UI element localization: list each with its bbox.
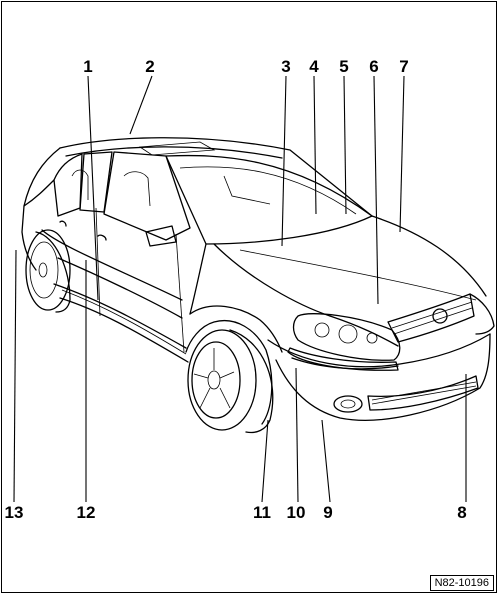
leader-1	[87, 75, 99, 301]
leader-6	[373, 75, 379, 305]
callout-1: 1	[83, 57, 92, 76]
leader-5	[343, 75, 347, 215]
car-body-outline	[21, 137, 495, 434]
callout-4: 4	[309, 57, 319, 76]
callout-3: 3	[281, 57, 290, 76]
leader-2	[129, 75, 153, 135]
callout-6: 6	[369, 57, 378, 76]
callout-7: 7	[399, 57, 408, 76]
callout-5: 5	[339, 57, 348, 76]
reference-code: N82-10196	[429, 575, 494, 591]
callout-13: 13	[5, 503, 24, 522]
leader-lines	[13, 75, 467, 503]
callout-11: 11	[253, 503, 271, 522]
leader-10	[295, 367, 299, 503]
callout-9: 9	[323, 503, 332, 522]
leader-9	[321, 419, 331, 503]
leader-13	[13, 249, 17, 503]
callout-12: 12	[77, 503, 96, 522]
leader-4	[313, 75, 317, 215]
callout-labels: 1 2 3 4 5 6 7 8 9 10 11 12 13	[5, 57, 467, 522]
leader-3	[281, 75, 287, 247]
callout-8: 8	[457, 503, 466, 522]
leader-11	[261, 419, 269, 503]
callout-10: 10	[287, 503, 306, 522]
leader-7	[399, 75, 405, 233]
callout-2: 2	[145, 57, 154, 76]
